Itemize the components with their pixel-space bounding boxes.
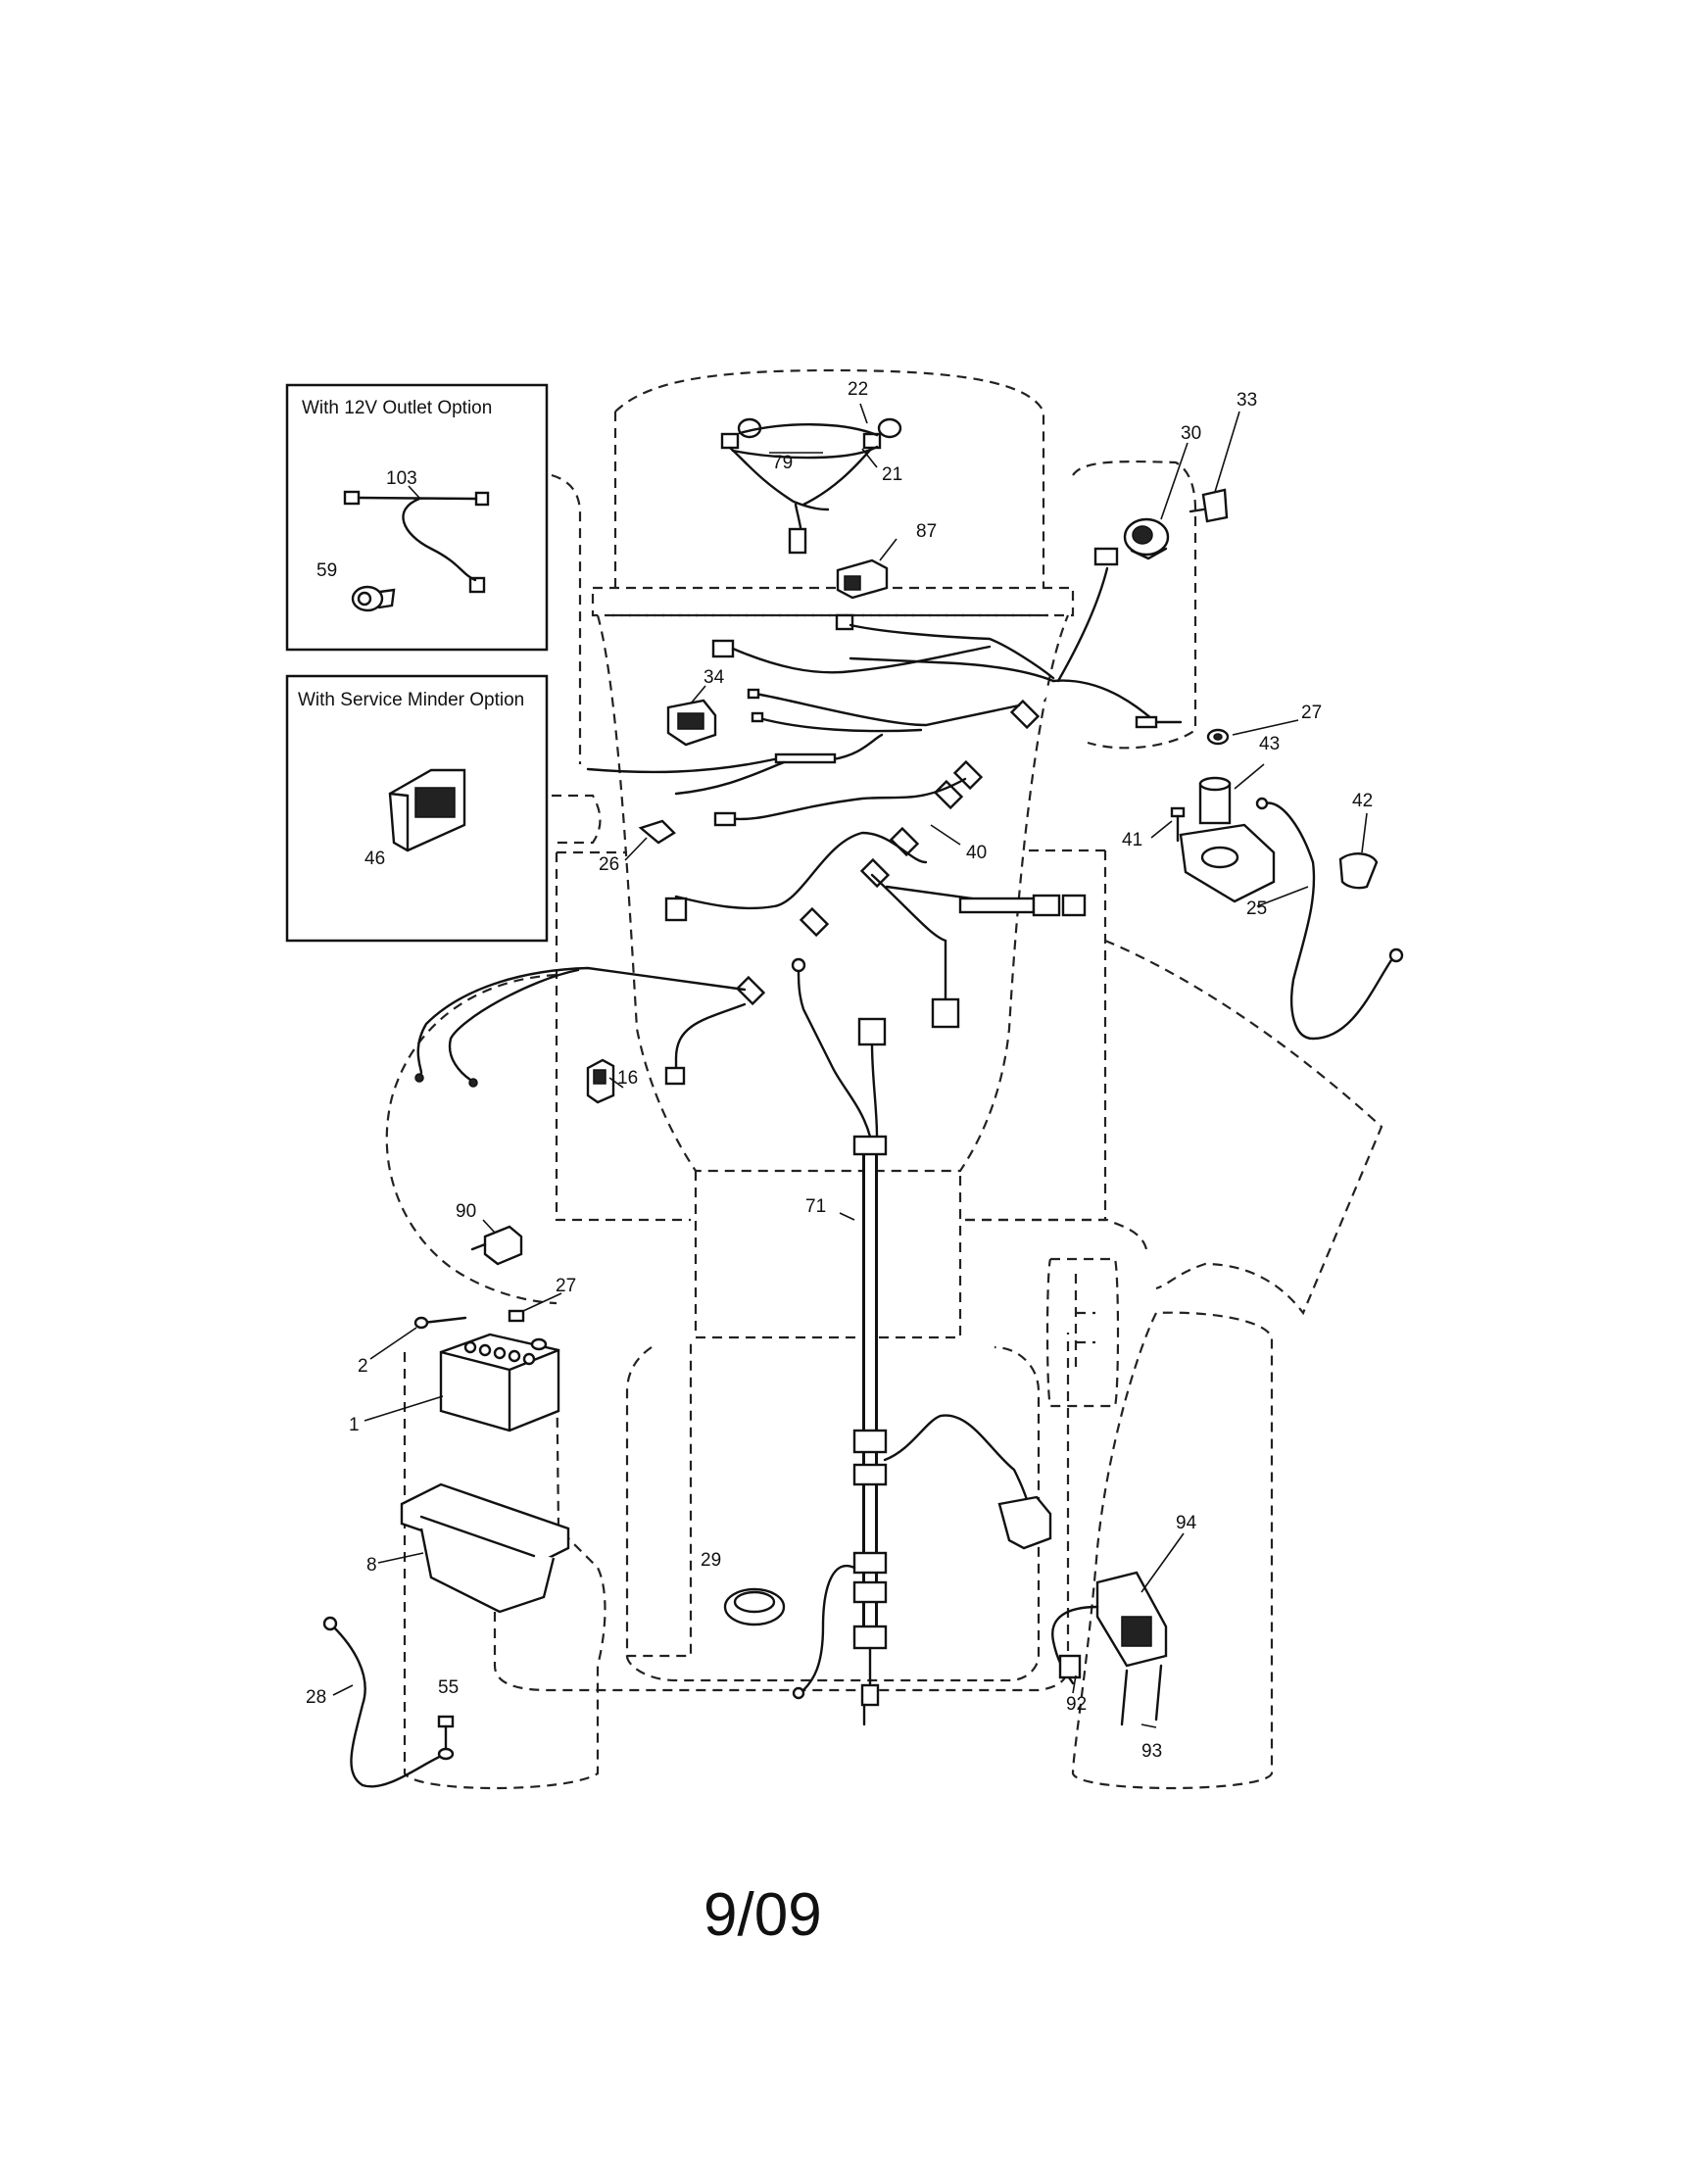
outlet-harness-connector-bottom: [468, 576, 486, 594]
callout-28: 28: [306, 1687, 326, 1708]
service-minder-part: [388, 768, 466, 852]
callout-43: 43: [1259, 734, 1280, 754]
harness-connector-e: [931, 997, 960, 1029]
option-box-12v-outlet-title: With 12V Outlet Option: [302, 398, 492, 418]
callout-42: 42: [1352, 791, 1373, 811]
callout-22: 22: [848, 379, 868, 400]
callout-55: 55: [438, 1677, 459, 1698]
headlight-harness-connector: [788, 527, 807, 555]
part-8-battery-tray: [400, 1482, 570, 1614]
callout-71: 71: [805, 1196, 826, 1217]
part-26-fuse: [638, 819, 676, 845]
outlet-harness-wire: [357, 496, 478, 582]
part-55-bolt: [437, 1715, 455, 1761]
callout-79: 79: [772, 453, 793, 473]
callout-leaders: [332, 403, 1368, 1728]
callout-2: 2: [358, 1356, 368, 1377]
callout-34: 34: [703, 667, 725, 688]
part-90-relay: [470, 1225, 523, 1266]
callout-40: 40: [966, 843, 987, 863]
callout-8: 8: [366, 1555, 377, 1576]
part-92-connector: [1051, 1605, 1099, 1685]
main-wire-harness-40: [414, 547, 1183, 1088]
part-34-switch: [666, 699, 717, 747]
callout-103: 103: [386, 468, 417, 489]
part-41-bolt: [1170, 806, 1186, 843]
callout-27-top: 27: [1301, 703, 1322, 723]
part-30-ignition-switch: [1123, 517, 1170, 560]
headlight-socket-left: [720, 432, 740, 450]
callout-90: 90: [456, 1201, 476, 1222]
12v-outlet-part: [351, 585, 396, 612]
harness-connector-f: [664, 1066, 686, 1086]
callout-33: 33: [1237, 390, 1257, 411]
part-28-ground-cable: [322, 1616, 448, 1788]
callout-16: 16: [617, 1068, 638, 1089]
callout-labels: 22 79 21 87 30 33 34 40 27 43 42 41 25 2…: [306, 379, 1373, 1762]
part-87-switch: [836, 558, 889, 600]
revision-date: 9/09: [703, 1881, 822, 1949]
callout-94: 94: [1176, 1513, 1197, 1533]
callout-1: 1: [349, 1415, 360, 1435]
part-16-switch: [586, 1058, 615, 1104]
harness-connector-d: [664, 897, 688, 922]
option-box-service-minder-title: With Service Minder Option: [298, 690, 524, 710]
part-29-horn: [723, 1587, 786, 1626]
part-33-ignition-key: [1189, 488, 1229, 523]
part-42-terminal-boot: [1338, 852, 1379, 890]
callout-59: 59: [316, 560, 337, 581]
callout-46: 46: [364, 849, 385, 869]
headlight-socket-right: [862, 432, 882, 450]
callout-41: 41: [1122, 830, 1142, 850]
option-box-service-minder: With Service Minder Option: [285, 674, 549, 943]
callout-92: 92: [1066, 1694, 1087, 1715]
rear-wire-harness-71: [791, 957, 1052, 1726]
part-43-solenoid: [1179, 776, 1276, 903]
headlight-bulb-right: [877, 417, 902, 439]
callout-26: 26: [599, 854, 619, 875]
callout-29: 29: [701, 1550, 721, 1571]
harness-connector-a: [835, 613, 854, 631]
callout-21: 21: [882, 464, 902, 485]
rear-harness-connector-top: [857, 1017, 887, 1046]
part-25-cable: [1255, 797, 1404, 1041]
part-27-nut-battery: [508, 1309, 525, 1323]
part-1-battery: [439, 1333, 560, 1432]
callout-30: 30: [1181, 423, 1201, 444]
harness-connector-b: [711, 639, 735, 658]
callout-25: 25: [1246, 898, 1267, 919]
callout-27-battery: 27: [556, 1276, 576, 1296]
part-93-screws: [1120, 1664, 1163, 1726]
option-box-12v-outlet: With 12V Outlet Option: [285, 383, 549, 652]
headlight-harness: [720, 417, 902, 555]
harness-ignition-connector: [1093, 547, 1119, 566]
harness-connector-c: [713, 811, 737, 827]
outlet-harness-connector-left: [343, 490, 361, 506]
callout-87: 87: [916, 521, 937, 542]
part-27-nut-top: [1206, 728, 1230, 746]
part-2-bolt: [413, 1316, 467, 1330]
part-94-seat-switch: [1095, 1571, 1168, 1668]
outlet-harness-connector-right: [474, 491, 490, 507]
callout-93: 93: [1141, 1741, 1162, 1762]
